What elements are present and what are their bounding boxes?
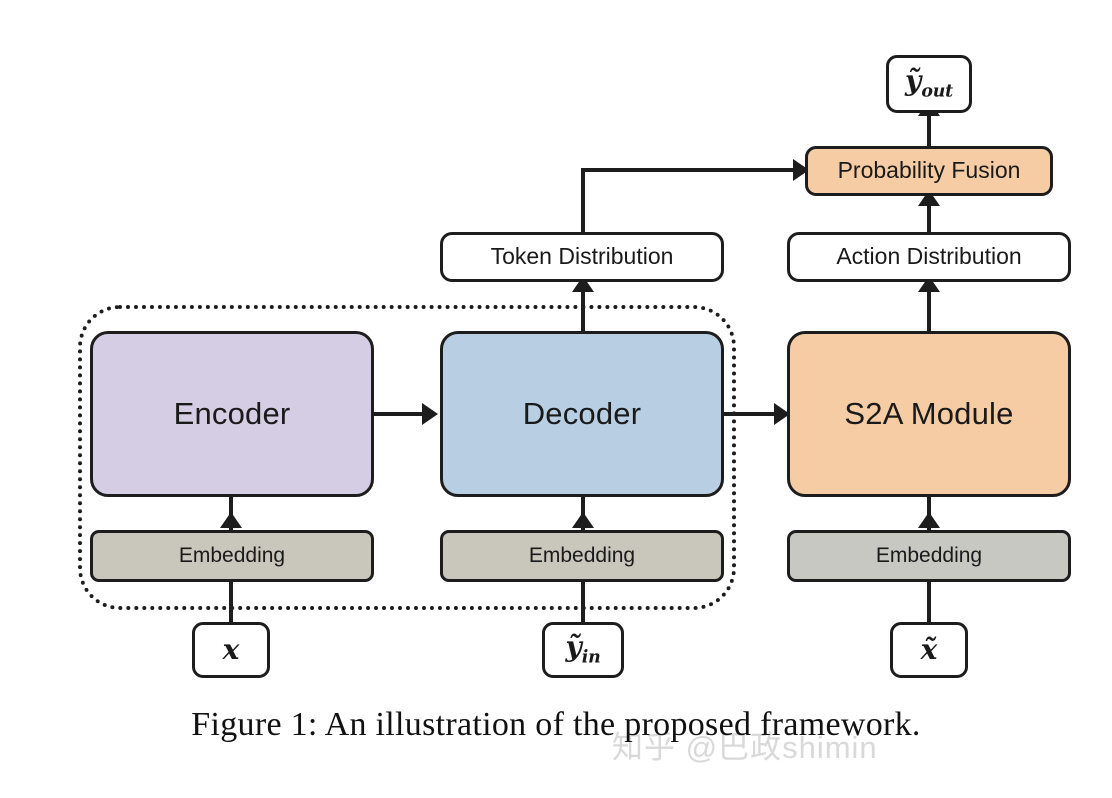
edge-token-distribution-riser xyxy=(581,168,585,234)
edge-decoder-to-s2a xyxy=(724,412,780,416)
input-x-tilde-label: x̃ xyxy=(920,632,938,666)
arrowhead-decoder-to-s2a xyxy=(774,403,790,425)
edge-decoder-to-token-distribution xyxy=(581,290,585,334)
action-distribution-label: Action Distribution xyxy=(836,243,1022,270)
input-y-in-label: ỹin xyxy=(565,630,601,668)
output-y-out-label: ỹout xyxy=(905,64,953,102)
embedding-s2a: Embedding xyxy=(787,530,1071,582)
embedding-decoder: Embedding xyxy=(440,530,724,582)
arrowhead-x-to-embedding xyxy=(220,512,242,528)
arrowhead-x-tilde-to-embedding xyxy=(918,512,940,528)
probability-fusion: Probability Fusion xyxy=(805,146,1053,196)
token-distribution-label: Token Distribution xyxy=(490,243,674,270)
module-s2a: S2A Module xyxy=(787,331,1071,497)
input-node-x-tilde: x̃ xyxy=(890,622,968,678)
arrowhead-y-in-to-embedding xyxy=(572,512,594,528)
action-distribution: Action Distribution xyxy=(787,232,1071,282)
probability-fusion-label: Probability Fusion xyxy=(837,157,1021,184)
embedding-encoder-label: Embedding xyxy=(178,544,286,568)
figure-caption: Figure 1: An illustration of the propose… xyxy=(191,706,921,743)
input-node-y-in: ỹin xyxy=(542,622,624,678)
arrowhead-encoder-to-decoder xyxy=(422,403,438,425)
edge-token-distribution-to-fusion xyxy=(581,168,809,172)
edge-encoder-to-decoder xyxy=(374,412,428,416)
module-encoder: Encoder xyxy=(90,331,374,497)
embedding-s2a-label: Embedding xyxy=(875,544,983,568)
s2a-label: S2A Module xyxy=(844,395,1014,431)
input-node-x: x xyxy=(192,622,270,678)
edge-fusion-to-output xyxy=(927,112,931,148)
edge-action-distribution-to-fusion xyxy=(927,200,931,234)
seq2seq-group-boundary xyxy=(78,305,736,610)
embedding-decoder-label: Embedding xyxy=(528,544,636,568)
decoder-label: Decoder xyxy=(522,395,642,431)
input-x-label: x xyxy=(222,632,240,666)
encoder-label: Encoder xyxy=(173,395,291,431)
embedding-encoder: Embedding xyxy=(90,530,374,582)
module-decoder: Decoder xyxy=(440,331,724,497)
token-distribution: Token Distribution xyxy=(440,232,724,282)
edge-s2a-to-action-distribution xyxy=(927,290,931,334)
output-node-y-out: ỹout xyxy=(886,55,972,113)
